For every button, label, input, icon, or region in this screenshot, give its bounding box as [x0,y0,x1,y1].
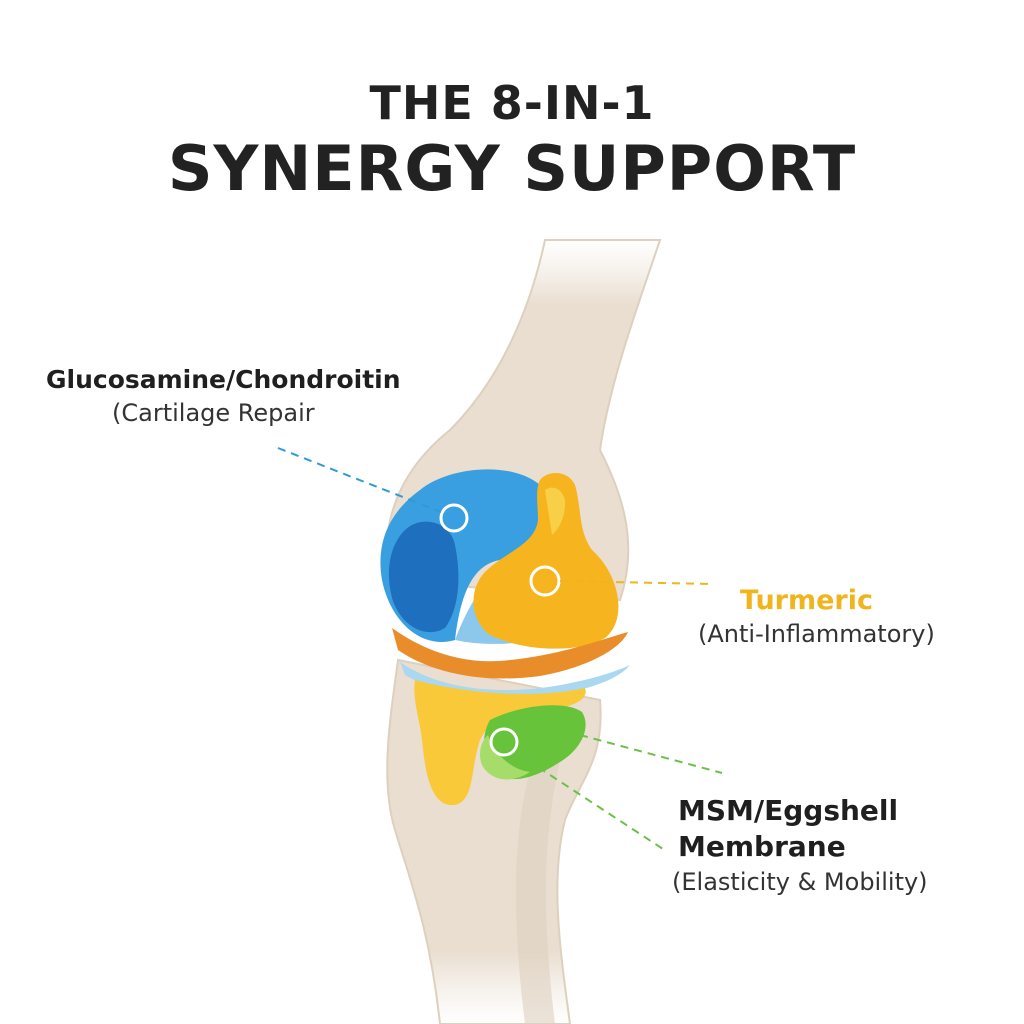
turmeric-description: (Anti-Inflammatory) [698,620,935,648]
yellow-turmeric-highlight [545,487,566,535]
msm-description: (Elasticity & Mobility) [672,868,928,896]
glucosamine-name: Glucosamine/Chondroitin [46,365,401,394]
turmeric-leader-line [559,580,713,585]
glucosamine-marker[interactable] [439,503,469,533]
orange-meniscus-band [392,628,628,679]
msm-name-line-1: MSM/Eggshell [678,794,899,827]
msm-marker[interactable] [489,727,519,757]
msm-leader-line-2 [514,751,664,850]
msm-callout: MSM/Eggshell Membrane (Elasticity & Mobi… [672,793,928,899]
green-msm-region [484,705,586,780]
turmeric-name: Turmeric [740,585,874,616]
turmeric-callout: Turmeric (Anti-Inflammatory) [698,585,935,651]
glucosamine-leader-line [277,447,442,513]
glucosamine-callout: Glucosamine/Chondroitin (Cartilage Repai… [46,364,401,430]
title-line-1: THE 8-IN-1 [369,76,655,130]
title-line-2: SYNERGY SUPPORT [167,132,857,205]
turmeric-marker[interactable] [529,565,561,597]
glucosamine-description: (Cartilage Repair [112,399,315,427]
yellow-turmeric-region [473,473,619,649]
msm-leader-line-1 [579,734,723,774]
msm-name-line-2: Membrane [678,830,846,863]
lower-yellow-region [414,680,586,806]
blue-cartilage-dark [388,521,459,633]
bone-shading [515,760,560,1024]
